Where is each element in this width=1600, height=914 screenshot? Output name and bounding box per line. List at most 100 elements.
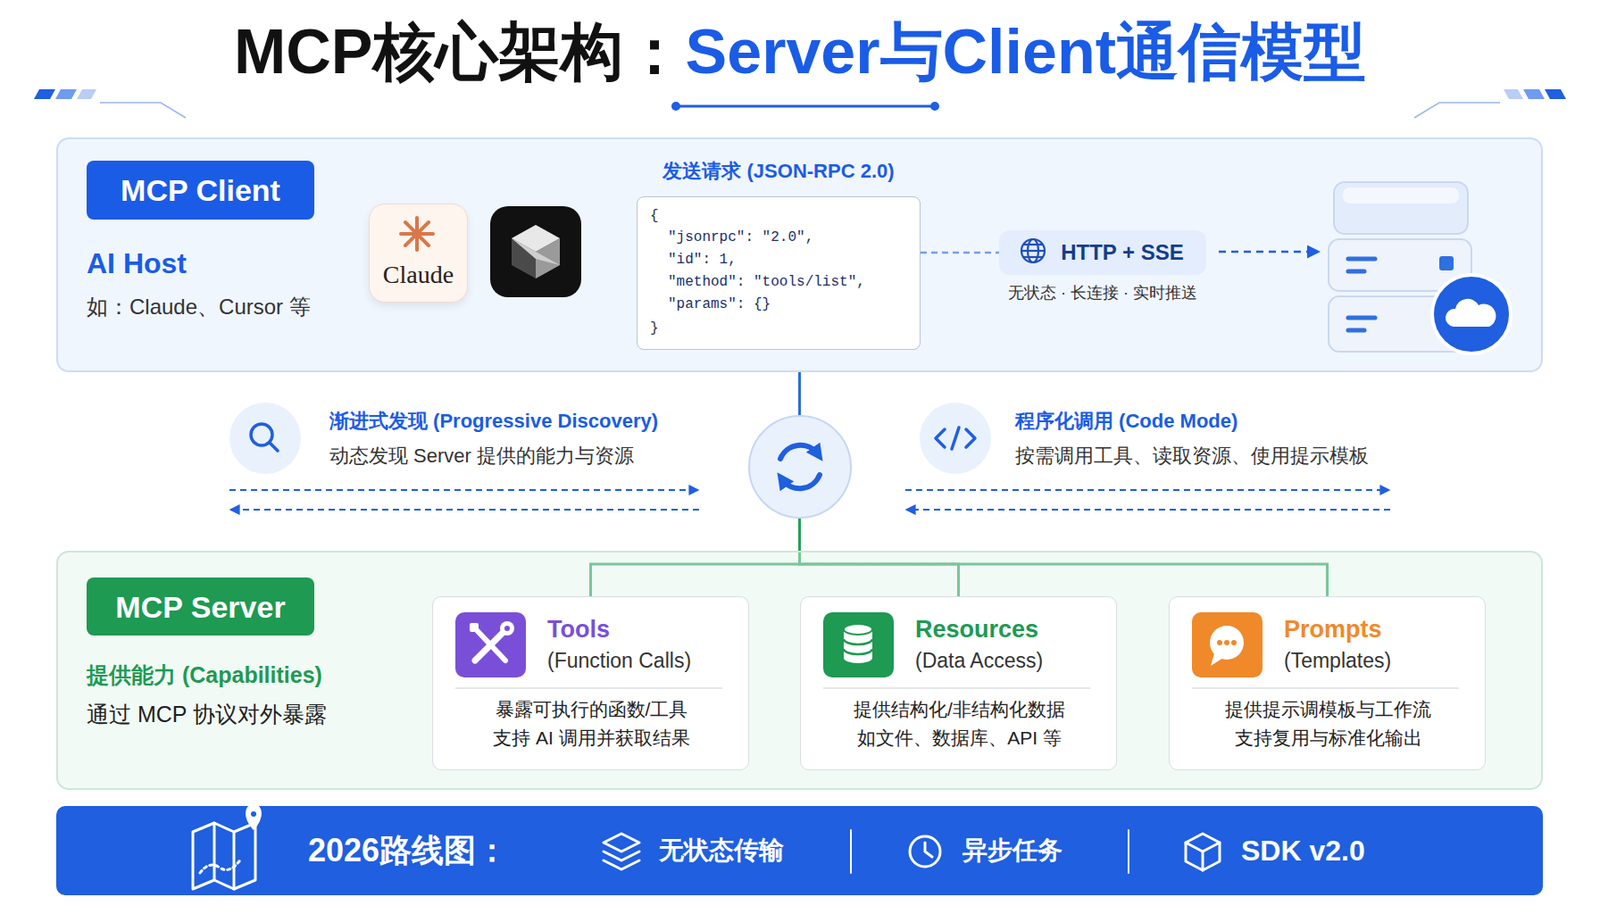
- search-icon-part: [229, 402, 301, 475]
- title-decoration-part: [930, 101, 940, 111]
- transport-name: HTTP + SSE: [1060, 240, 1184, 267]
- flow-arrows-part: [907, 508, 1391, 511]
- card-body: 提供结构化/非结构化数据 如文件、数据库、API 等: [845, 695, 1074, 753]
- transport-note: 无状态 · 长连接 · 实时推送: [1008, 283, 1198, 304]
- flow-arrows-part: [231, 508, 700, 511]
- title: MCP核心架构：: [233, 10, 686, 95]
- claude-logo-star: [400, 217, 434, 250]
- server-illustration-part: [1342, 187, 1459, 204]
- code-line: {: [650, 208, 659, 225]
- roadmap-icons-part: [925, 842, 933, 858]
- title-decoration: [33, 89, 1567, 118]
- roadmap-icons-part: [603, 860, 640, 870]
- server-illustration: [1328, 182, 1511, 354]
- tools-icon-part: [469, 623, 479, 633]
- server-illustration-part: [1328, 239, 1472, 292]
- title-decoration-part: [1414, 102, 1500, 118]
- code-icon-part: [951, 427, 959, 450]
- roadmap-icons-part: [1201, 851, 1205, 871]
- resources-icon-part: [823, 612, 894, 678]
- globe-icon-part: [1023, 256, 1043, 259]
- server-illustration-part: [1348, 328, 1365, 334]
- cursor-logo-part: [511, 225, 560, 279]
- card-body: 暴露可执行的函数/工具 支持 AI 调用并获取结果: [477, 695, 706, 753]
- logo-text: Claude: [383, 259, 454, 291]
- card-body: 提供提示调模板与工作流 支持复用与标准化输出: [1214, 695, 1442, 753]
- claude-logo-box: Claude: [368, 203, 468, 303]
- tools-icon-part: [500, 621, 515, 636]
- resources-icon-part: [843, 639, 873, 655]
- card-title: Prompts: [1283, 615, 1383, 644]
- server-badge: MCP Server: [86, 577, 315, 636]
- section-heading: 渐进式发现 (Progressive Discovery): [329, 409, 659, 434]
- host-label: AI Host: [86, 246, 187, 281]
- claude-logo-star-part: [405, 222, 429, 246]
- code-line: "method": "tools/list",: [667, 274, 866, 292]
- roadmap-icons-part: [1127, 830, 1130, 874]
- cursor-logo-part: [511, 238, 560, 266]
- code-line: "params": {}: [667, 296, 771, 314]
- prompts-icon-part: [1191, 612, 1263, 678]
- resources-icon: [823, 612, 894, 678]
- title-decoration-part: [1503, 89, 1524, 100]
- resources-icon-part: [843, 624, 873, 635]
- code-icon-part: [919, 402, 992, 475]
- tools-icon-part: [455, 612, 526, 678]
- host-examples: 如：Claude、Cursor 等: [86, 294, 311, 321]
- cursor-logo: [490, 206, 582, 298]
- server-illustration-part: [1348, 316, 1375, 321]
- roadmap-band: 2026路线图：无状态传输异步任务SDK v2.0: [56, 806, 1543, 896]
- tools-icon: [455, 612, 526, 678]
- title-decoration-part: [55, 89, 77, 100]
- tools-icon-part: [475, 628, 506, 661]
- sync-circle-part: [780, 445, 818, 459]
- sync-circle: [749, 416, 851, 518]
- roadmap-icons-part: [603, 833, 640, 852]
- roadmap-icons-part: [233, 832, 236, 890]
- server-illustration-part: [1445, 299, 1496, 327]
- roadmap-icons-part: [247, 805, 261, 829]
- claude-logo-star-part: [415, 217, 419, 250]
- resources-icon-part: [843, 629, 873, 664]
- tools-icon-part: [504, 625, 510, 632]
- badge-text: MCP Server: [115, 588, 285, 625]
- roadmap-item: SDK v2.0: [1241, 833, 1366, 868]
- title-decoration-part: [1544, 89, 1567, 100]
- roadmap-icons-part: [603, 851, 640, 861]
- prompts-icon: [1191, 612, 1263, 678]
- capability-card: Resources(Data Access)提供结构化/非结构化数据 如文件、数…: [800, 596, 1117, 771]
- title-decoration-part: [100, 102, 186, 118]
- server-illustration-part: [1348, 269, 1365, 275]
- server-illustration-part: [1348, 257, 1375, 262]
- title-decoration-part: [33, 89, 56, 100]
- roadmap-icons-part: [200, 858, 242, 874]
- capability-heading: 提供能力 (Capabilities): [86, 661, 323, 689]
- roadmap-item: 异步任务: [962, 835, 1063, 867]
- cursor-logo-part: [490, 206, 582, 298]
- capability-note: 通过 MCP 协议对外暴露: [86, 700, 327, 728]
- sync-circle-part: [782, 475, 820, 489]
- prompts-icon-part: [1216, 640, 1223, 646]
- card-subtitle: (Function Calls): [547, 649, 692, 675]
- title-highlight: Server与Client通信模型: [685, 10, 1367, 95]
- search-icon-part: [250, 424, 273, 446]
- roadmap-heading: 2026路线图：: [308, 831, 509, 870]
- client-badge: MCP Client: [86, 160, 315, 220]
- tools-icon-part: [475, 630, 506, 661]
- transport-arrow: [1218, 250, 1318, 254]
- json-request-box: 发送请求 (JSON-RPC 2.0){"jsonrpc": "2.0","id…: [636, 196, 921, 350]
- cursor-logo-part: [511, 225, 560, 252]
- code-icon-part: [935, 429, 945, 448]
- roadmap-icons-part: [850, 830, 852, 874]
- roadmap-icons-part: [1185, 833, 1220, 871]
- server-illustration-part: [1439, 256, 1454, 271]
- card-separator-part: [1191, 687, 1459, 690]
- transport-pill: HTTP + SSE无状态 · 长连接 · 实时推送: [999, 230, 1207, 275]
- globe-icon-part: [1021, 250, 1045, 252]
- search-icon: [229, 402, 301, 475]
- card-subtitle: (Templates): [1283, 649, 1392, 675]
- card-title: Tools: [547, 615, 610, 644]
- section-note: 按需调用工具、读取资源、使用提示模板: [1015, 444, 1369, 468]
- server-illustration-part: [1333, 182, 1468, 234]
